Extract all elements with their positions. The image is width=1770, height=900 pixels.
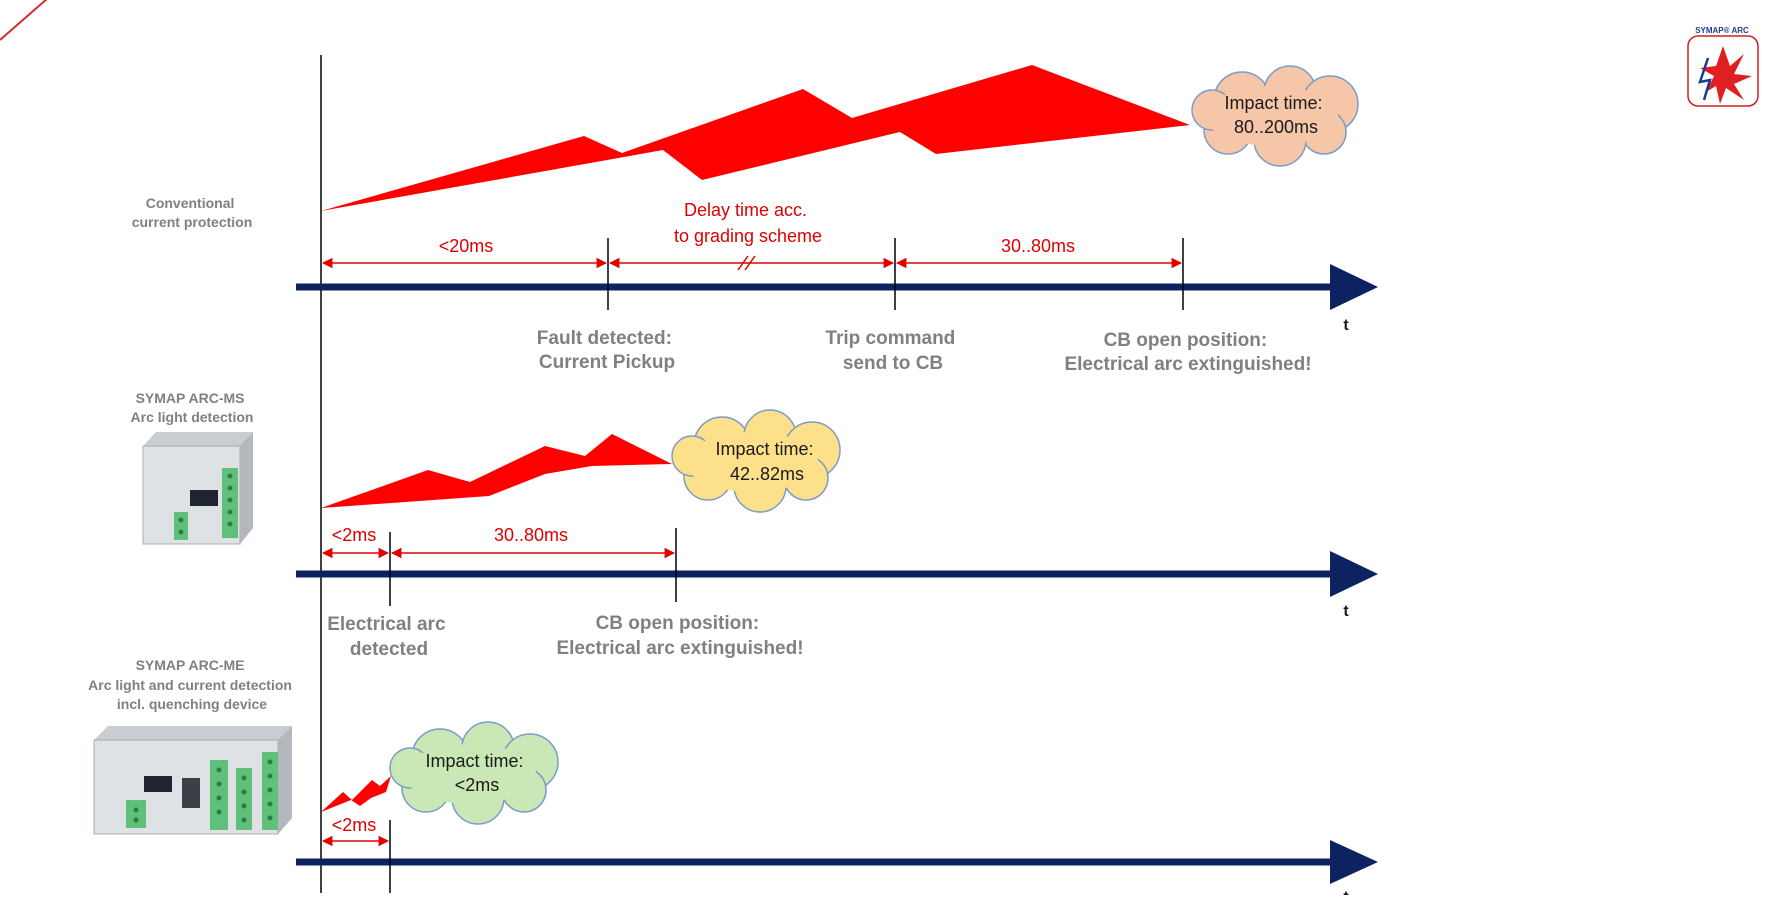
event-label: CB open position: Electrical arc extingu…	[556, 613, 803, 659]
event-label: Fault detected: Current Pickup	[537, 328, 677, 373]
impact-label: Impact time: <2ms	[425, 751, 528, 795]
impact-cloud: Impact time: <2ms	[389, 721, 559, 825]
impact-label: Impact time: 42..82ms	[715, 439, 818, 484]
arc-flash-shape	[321, 776, 391, 812]
arc-flash-logo-icon: SYMAP® ARC	[1687, 26, 1759, 107]
interval-label: 30..80ms	[494, 525, 568, 545]
interval-label: <20ms	[439, 236, 494, 256]
row-arc-ms: SYMAP ARC-MS Arc light detection t <2ms	[131, 390, 1378, 660]
timeline-arrowhead-icon	[1330, 551, 1378, 597]
row-arc-me: SYMAP ARC-ME Arc light and current detec…	[88, 657, 1378, 900]
interval-break-icon	[737, 255, 749, 271]
axis-label-t: t	[1343, 317, 1349, 334]
impact-cloud: Impact time: 42..82ms	[671, 409, 841, 513]
impact-cloud: Impact time: 80..200ms	[1191, 65, 1359, 167]
row-conventional: Conventional current protection t <20ms …	[132, 65, 1378, 375]
axis-label-t: t	[1343, 889, 1349, 895]
timeline-arrowhead-icon	[1330, 840, 1378, 884]
interval-label: <2ms	[332, 525, 377, 545]
axis-label-t: t	[1343, 603, 1349, 620]
row-title: Conventional current protection	[132, 195, 253, 230]
device-me-icon	[93, 726, 292, 835]
interval-label: <2ms	[332, 815, 377, 835]
event-label: Electrical arc detected	[327, 614, 451, 660]
event-label: CB open position: Electrical arc extingu…	[1064, 330, 1311, 375]
impact-label: Impact time: 80..200ms	[1224, 93, 1327, 137]
interval-label: Delay time acc. to grading scheme	[674, 200, 822, 246]
arc-flash-shape	[321, 434, 672, 508]
corner-decoration-icon	[0, 0, 48, 41]
timeline-arrowhead-icon	[1330, 264, 1378, 310]
device-ms-icon	[142, 432, 253, 545]
interval-break-icon	[744, 255, 756, 271]
event-label: Trip command send to CB	[825, 328, 960, 374]
arc-flash-shape	[321, 65, 1190, 211]
logo-brand-text: SYMAP® ARC	[1695, 26, 1749, 35]
row-title: SYMAP ARC-ME Arc light and current detec…	[88, 657, 296, 712]
interval-label: 30..80ms	[1001, 236, 1075, 256]
row-title: SYMAP ARC-MS Arc light detection	[131, 390, 254, 425]
